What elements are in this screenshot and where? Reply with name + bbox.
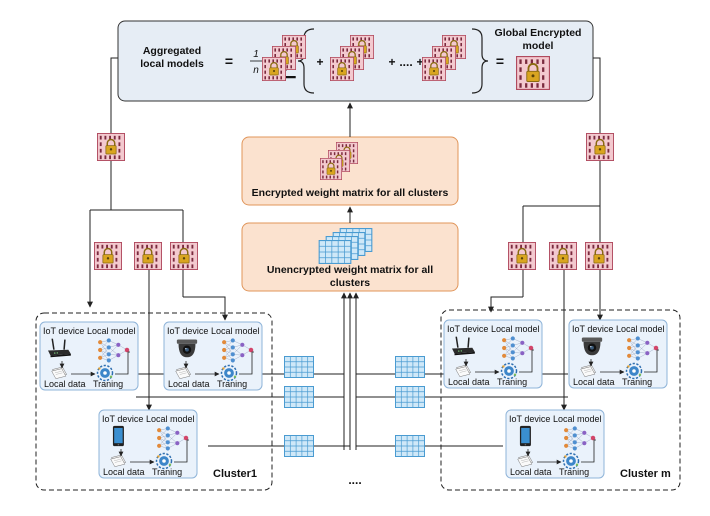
fraction-numerator: 1	[253, 49, 259, 60]
cluster1-device-phone	[99, 410, 197, 478]
clusterm-boundary	[440, 309, 681, 491]
phone-icon	[519, 425, 531, 447]
clusterm-device-router	[444, 320, 542, 388]
clusterm-device-camera	[569, 320, 667, 388]
right-brace	[471, 28, 489, 94]
cluster1-boundary	[35, 312, 273, 491]
ellipsis: ....	[399, 55, 412, 69]
global-model-label-line2: model	[523, 40, 554, 52]
equals-sign: =	[225, 53, 233, 69]
encrypted-matrix-label: Encrypted weight matrix for all clusters	[252, 187, 449, 199]
plus-sign-1: +	[316, 55, 323, 69]
uploaded-weight-matrices	[284, 356, 425, 457]
global-model-label-line1: Global Encrypted	[495, 27, 582, 39]
unencrypted-matrix-box: Unencrypted weight matrix for all cluste…	[241, 222, 459, 292]
plus-sign-2: +	[388, 55, 395, 69]
unencrypted-matrix-label-line1: Unencrypted weight matrix for all	[267, 264, 433, 276]
cluster1-device-router	[40, 322, 138, 390]
equals-sign-2: =	[496, 53, 504, 69]
global-encrypted-model-icon	[516, 56, 550, 90]
aggregated-label-line2: local models	[140, 58, 204, 70]
clusterm-label: Cluster m	[620, 468, 671, 480]
clusterm-device-phone	[506, 410, 604, 478]
aggregation-panel: Aggregated local models = 1 n * ∑ + + ..…	[117, 20, 594, 102]
unencrypted-matrix-label-line2: clusters	[330, 277, 370, 289]
fraction-denominator: n	[253, 65, 259, 76]
encrypted-matrix-box: Encrypted weight matrix for all clusters	[241, 136, 459, 206]
cluster1-device-camera	[164, 322, 262, 390]
more-clusters-ellipsis: ....	[348, 473, 361, 487]
cluster1-label: Cluster1	[213, 468, 257, 480]
left-brace	[297, 28, 315, 94]
aggregated-label-line1: Aggregated	[143, 45, 201, 57]
plus-sign-3: +	[416, 55, 423, 69]
phone-icon	[112, 425, 124, 447]
